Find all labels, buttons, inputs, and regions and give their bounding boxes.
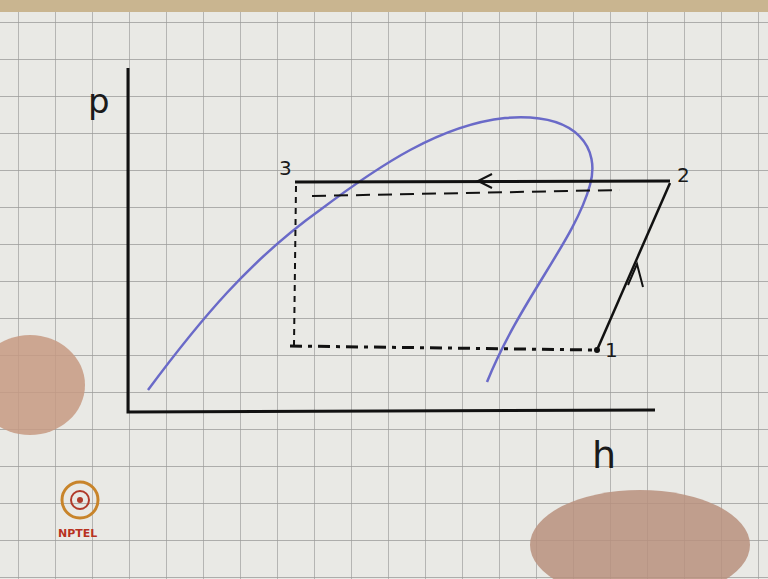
nptel-logo	[62, 482, 98, 518]
paper-edge	[0, 0, 768, 12]
condensation-line	[295, 181, 670, 182]
evaporation-line	[290, 346, 597, 350]
direction-arrow	[628, 264, 643, 287]
state-point	[594, 347, 600, 353]
state-number: 3	[279, 158, 292, 178]
compression-line	[597, 183, 670, 350]
logo-text: NPTEL	[58, 528, 97, 539]
state-number: 2	[677, 165, 690, 185]
actual-condensation-line	[312, 190, 620, 196]
axis-label: p	[88, 84, 110, 118]
axes	[128, 68, 655, 412]
presenter-hand	[530, 490, 750, 579]
axis-label: h	[592, 436, 616, 474]
direction-arrow	[478, 174, 492, 188]
presenter-hand	[0, 335, 85, 435]
expansion-line	[294, 186, 296, 345]
state-number: 1	[605, 340, 618, 360]
